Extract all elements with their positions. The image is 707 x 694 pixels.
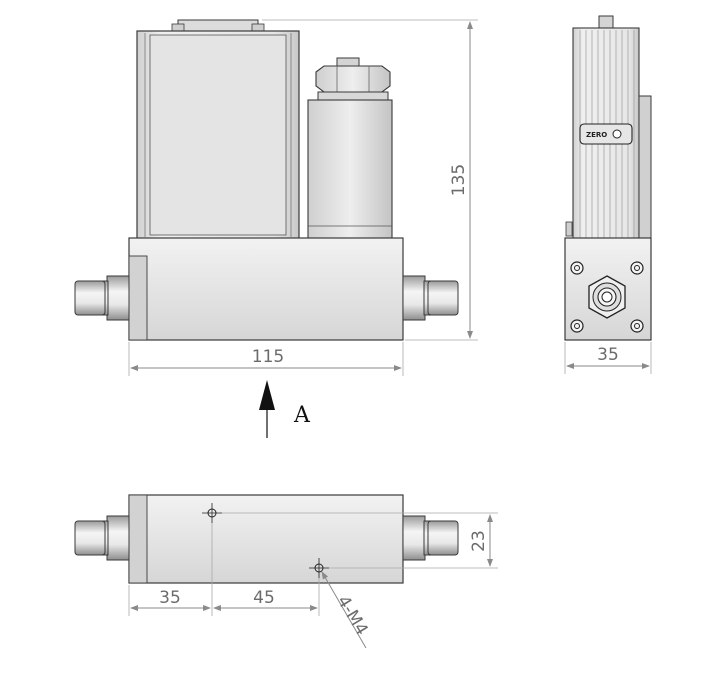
- dim-115: 115: [252, 347, 284, 367]
- zero-button-icon: [612, 129, 622, 139]
- side-fitting-nut: [588, 275, 626, 319]
- view-label: A: [293, 403, 311, 428]
- mounting-bolts: [570, 261, 644, 333]
- zero-button-plate: [579, 123, 633, 145]
- thread-callout: 4-M4: [333, 592, 372, 639]
- side-view: ZERO: [564, 15, 652, 341]
- dimension-height: 135: [262, 19, 478, 341]
- bottom-outlet-fitting: [402, 515, 459, 561]
- view-arrow: A: [259, 380, 311, 438]
- dim-35-side: 35: [597, 345, 619, 365]
- valve-assembly: [307, 57, 393, 241]
- dim-35-bottom: 35: [159, 588, 181, 608]
- dim-135: 135: [449, 164, 469, 196]
- base-block: [128, 237, 404, 341]
- inlet-fitting: [74, 275, 130, 321]
- bottom-view: [74, 494, 459, 584]
- dimension-width: 115: [128, 342, 404, 376]
- front-view: [74, 19, 459, 341]
- hole-marker-icon: [202, 503, 329, 578]
- dim-23: 23: [469, 530, 489, 552]
- dim-45: 45: [253, 588, 275, 608]
- outlet-fitting: [402, 275, 459, 321]
- dimension-side-width: 35: [564, 342, 652, 374]
- bottom-inlet-fitting: [74, 515, 130, 561]
- bottom-block: [128, 494, 404, 584]
- zero-label: ZERO: [586, 131, 607, 139]
